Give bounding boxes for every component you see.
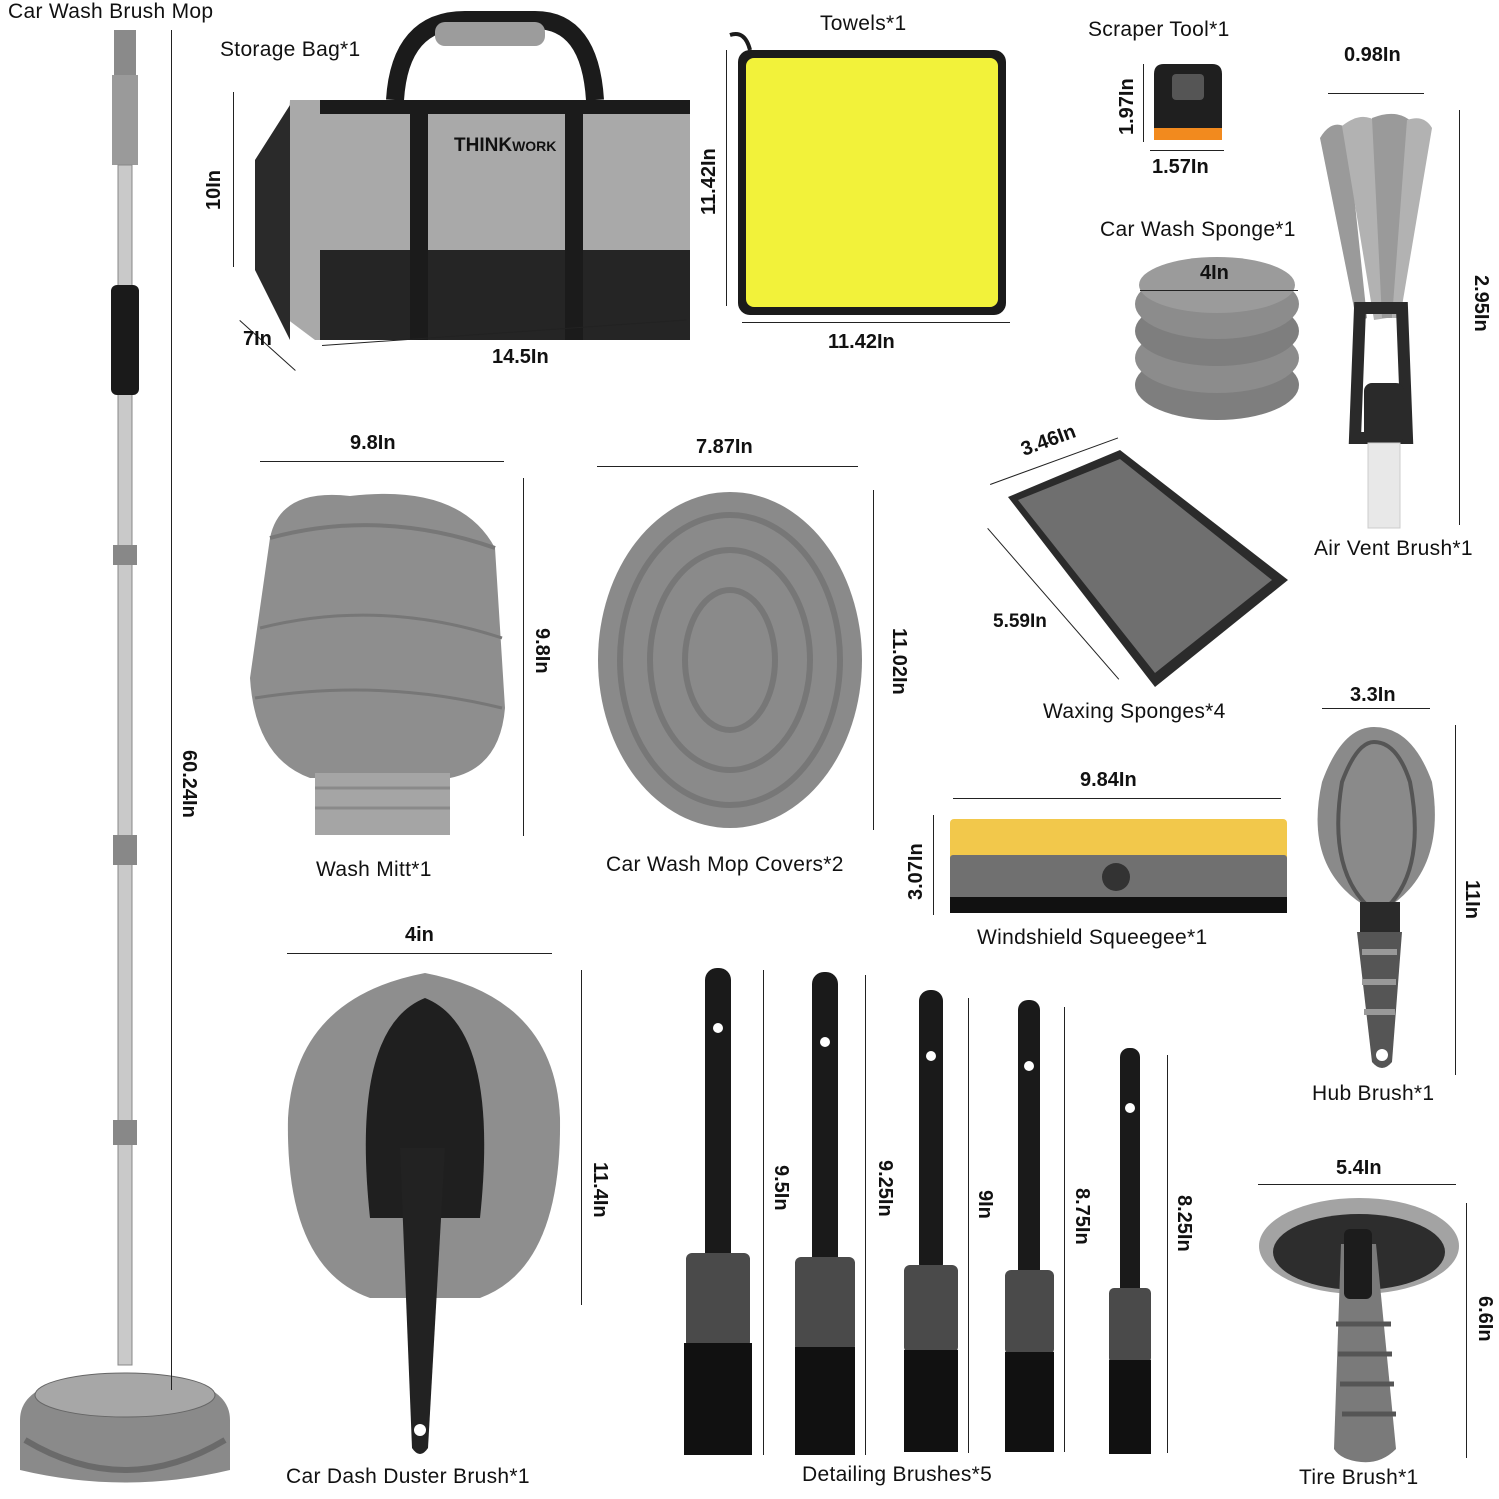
squeegee-height: 3.07In <box>905 843 927 900</box>
vent-label: Air Vent Brush*1 <box>1314 537 1473 560</box>
squeegee-width: 9.84In <box>1080 769 1137 791</box>
air-vent-brush <box>1320 113 1432 529</box>
detailing-brush-2 <box>795 972 855 1455</box>
detailing-size-1: 9.5In <box>770 1165 792 1211</box>
detailing-line-3 <box>968 998 969 1453</box>
duster-label: Car Dash Duster Brush*1 <box>286 1465 530 1488</box>
detailing-line-1 <box>763 970 764 1455</box>
towel-width: 11.42In <box>828 331 895 353</box>
detailing-size-2: 9.25In <box>874 1160 896 1217</box>
hub-label: Hub Brush*1 <box>1312 1082 1435 1105</box>
scraper-tool <box>1154 64 1222 140</box>
detailing-size-4: 8.75In <box>1071 1188 1093 1245</box>
bag-height-line <box>233 92 234 267</box>
mopcover-label: Car Wash Mop Covers*2 <box>606 853 844 876</box>
vent-height: 2.95In <box>1470 275 1492 332</box>
bag-height: 10In <box>203 169 225 210</box>
bag-depth: 7In <box>243 328 272 350</box>
waxing-length: 5.59In <box>993 611 1047 632</box>
mopcover-height-line <box>873 490 874 830</box>
tire-height-line <box>1466 1203 1467 1458</box>
car-wash-brush-mop <box>20 30 230 1483</box>
hub-height: 11In <box>1461 880 1483 919</box>
scraper-label: Scraper Tool*1 <box>1088 18 1230 41</box>
duster-width-line <box>287 953 552 954</box>
car-wash-sponge <box>1135 257 1299 420</box>
mitt-width-line <box>260 461 504 462</box>
mopcover-width-line <box>597 466 858 467</box>
detailing-brush-1 <box>684 968 752 1455</box>
bag-brand-suffix: WORK <box>512 138 557 154</box>
mopcover-width: 7.87In <box>696 436 753 458</box>
bag-brand-logo: THINKWORK <box>454 135 556 157</box>
duster-height-line <box>581 970 582 1305</box>
waxing-label: Waxing Sponges*4 <box>1043 700 1226 723</box>
vent-width-line <box>1328 93 1424 94</box>
scraper-height: 1.97In <box>1116 78 1138 135</box>
hub-brush <box>1317 727 1435 1068</box>
tire-height: 6.6In <box>1474 1296 1496 1342</box>
storage-bag <box>255 11 690 340</box>
dash-duster-brush <box>287 973 561 1454</box>
tire-width-line <box>1258 1184 1456 1185</box>
towel-height-line <box>726 50 727 306</box>
detailing-brush-5 <box>1109 1048 1151 1454</box>
mop-length: 60.24In <box>178 750 200 818</box>
mop-cover <box>598 492 862 828</box>
mitt-label: Wash Mitt*1 <box>316 858 432 881</box>
scraper-height-line <box>1143 64 1144 142</box>
bag-brand-text: THINK <box>454 135 513 156</box>
mop-label: Car Wash Brush Mop <box>8 0 214 23</box>
bag-width: 14.5In <box>492 346 549 368</box>
vent-width: 0.98In <box>1344 44 1401 66</box>
squeegee-label: Windshield Squeegee*1 <box>977 926 1208 949</box>
wash-mitt <box>250 493 505 835</box>
towel-label: Towels*1 <box>820 12 907 35</box>
squeegee-height-line <box>933 815 934 915</box>
detailing-brush-4 <box>1005 1000 1054 1452</box>
detailing-line-5 <box>1167 1055 1168 1453</box>
scraper-width: 1.57In <box>1152 156 1209 178</box>
microfiber-towel <box>729 32 1006 315</box>
mitt-height: 9.8In <box>531 628 553 674</box>
detailing-line-4 <box>1064 1007 1065 1452</box>
duster-height: 11.4In <box>589 1162 611 1218</box>
bag-label: Storage Bag*1 <box>220 38 361 61</box>
waxing-sponge <box>1008 450 1288 687</box>
tire-width: 5.4In <box>1336 1157 1382 1179</box>
duster-width: 4in <box>405 924 434 946</box>
sponge-label: Car Wash Sponge*1 <box>1100 218 1296 241</box>
tire-label: Tire Brush*1 <box>1299 1466 1419 1489</box>
scraper-width-line <box>1150 150 1224 151</box>
towel-height: 11.42In <box>698 148 720 215</box>
detailing-size-3: 9In <box>974 1190 996 1219</box>
tire-brush <box>1259 1198 1459 1463</box>
squeegee-width-line <box>953 798 1281 799</box>
sponge-diameter: 4In <box>1200 262 1229 284</box>
detailing-size-5: 8.25In <box>1173 1195 1195 1252</box>
detailing-brush-3 <box>904 990 958 1452</box>
detailing-label: Detailing Brushes*5 <box>802 1463 993 1486</box>
mop-dimension-line <box>171 30 172 1390</box>
mopcover-height: 11.02In <box>888 628 910 695</box>
hub-width-line <box>1322 708 1430 709</box>
detailing-line-2 <box>865 975 866 1455</box>
hub-height-line <box>1455 725 1456 1075</box>
vent-height-line <box>1459 110 1460 525</box>
mitt-height-line <box>523 478 524 836</box>
towel-width-line <box>742 322 1010 323</box>
mitt-width: 9.8In <box>350 432 396 454</box>
hub-width: 3.3In <box>1350 684 1396 706</box>
windshield-squeegee <box>950 819 1287 913</box>
sponge-width-line <box>1140 290 1298 291</box>
